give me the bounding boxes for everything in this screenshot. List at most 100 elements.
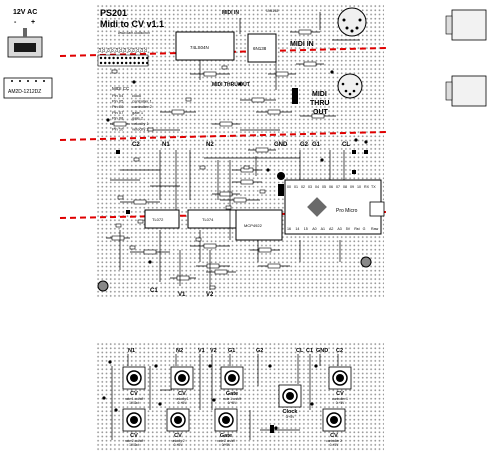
pro-micro-pin-label: 06 <box>329 185 333 189</box>
jack-subtitle: note 2 on/off <box>217 439 235 443</box>
jack-hole <box>130 416 138 424</box>
strip-cut <box>364 150 368 154</box>
main-board: PS201 Midi to CV v1.1 www.dam.ukdlschon … <box>59 4 388 298</box>
capacitor <box>129 245 136 250</box>
jack-title: CV <box>178 391 186 397</box>
pro-micro-pin-label: 02 <box>301 185 305 189</box>
midi-cc-title: MIDI CC <box>112 86 130 91</box>
output-label-c2: C2 <box>132 142 140 148</box>
chip-tl072: TL072 <box>144 209 180 229</box>
strip-cut <box>116 150 120 154</box>
midi-cc-function: clock <box>132 93 141 98</box>
resistor <box>219 191 233 197</box>
jack-subtitle: controller 1 <box>332 397 348 401</box>
converter-part: AM2D-1212DZ <box>8 89 41 95</box>
jack-subtitle-2: 1V/Oct <box>129 443 139 447</box>
midi-cc-function: gate 2 <box>132 115 144 120</box>
pro-micro-pin-label: A2 <box>329 227 333 231</box>
solder-point <box>114 408 118 412</box>
cc-header-col-label: CC <box>119 47 123 52</box>
solder-point <box>132 80 136 84</box>
cc-header-col-label: Ca <box>115 48 119 52</box>
header-pin <box>146 61 149 65</box>
jack-subtitle: note 2 oct/off <box>125 439 143 443</box>
capacitor <box>225 205 232 210</box>
chip-tl074: TL074 <box>187 209 237 229</box>
header-pin <box>104 61 107 65</box>
jack-title: Gate <box>226 391 238 397</box>
cc-header-col-label: Ca <box>132 48 136 52</box>
capacitor <box>199 165 206 170</box>
header-pin <box>137 61 140 65</box>
solder-point <box>266 168 270 172</box>
thru-out-jumper <box>292 88 298 104</box>
header-pin <box>146 56 149 60</box>
panel-capacitor <box>270 425 274 433</box>
output-label-gnd: GND <box>274 142 288 148</box>
pro-micro-pin-label: Rst <box>354 227 359 231</box>
header-pin <box>133 56 136 60</box>
resistor <box>251 97 265 103</box>
solder-point <box>106 118 110 122</box>
jack-subtitle: note 1 on/off <box>223 397 241 401</box>
resistor <box>240 179 254 185</box>
capacitor <box>137 219 144 224</box>
pro-micro-pin-label: Raw <box>371 227 379 231</box>
cc-header-col-label: Ca <box>106 48 110 52</box>
jack-subtitle-2: 0/+5V <box>222 443 231 447</box>
resistor <box>258 247 272 253</box>
panel-label-g2: G2 <box>256 348 263 354</box>
output-label-v2: V2 <box>206 292 214 298</box>
jack-hole <box>336 374 344 382</box>
output-label-g2: G2 <box>300 142 309 148</box>
resistor <box>303 61 317 67</box>
cc-header-col-label: Ca <box>123 48 127 52</box>
pro-micro-pin-label: A0 <box>312 227 316 231</box>
resistor <box>133 199 147 205</box>
header-pin <box>112 56 115 60</box>
resistor <box>267 109 281 115</box>
jack-subtitle-2: 0-+5V <box>336 401 345 405</box>
jack-hole <box>330 416 338 424</box>
power-title: 12V AC <box>13 9 37 16</box>
pro-micro-pin-label: 10 <box>357 185 361 189</box>
jack-hole <box>130 374 138 382</box>
dc-converter <box>3 77 53 99</box>
chip-tl072-label: TL072 <box>152 217 164 222</box>
power-module: 12V AC - + AM2D-1212DZ <box>3 9 53 99</box>
midi-thru-big-1: MIDI <box>312 91 327 98</box>
solder-point <box>274 426 278 430</box>
chip-6n138: 6N138 <box>247 33 277 63</box>
jack-title: CV <box>130 433 138 439</box>
pro-micro-pin-label: 03 <box>308 185 312 189</box>
header-pin <box>125 61 128 65</box>
resistor <box>214 269 228 275</box>
jack-title: Gate <box>220 433 232 439</box>
pro-micro-pin-label: 00 <box>287 185 291 189</box>
chip-6n138-label: 6N138 <box>253 46 267 51</box>
panel-label-n2: N2 <box>176 348 183 354</box>
capacitor <box>209 285 216 290</box>
pro-micro-pin-label: RX <box>364 185 370 189</box>
capacitor <box>115 223 122 228</box>
resistor <box>206 263 220 269</box>
midi-cc-function: controller 1 <box>132 99 153 104</box>
solder-point <box>212 398 216 402</box>
header-pin <box>129 56 132 60</box>
resistor <box>203 243 217 249</box>
chip-74ls04n: 74LS04N <box>175 31 235 61</box>
capacitor <box>185 97 192 102</box>
midi-thru-big-2: THRU <box>310 100 329 107</box>
output-label-n1: N1 <box>162 142 170 148</box>
panel-label-gnd: GND <box>316 348 328 354</box>
solder-point <box>314 364 318 368</box>
resistor <box>143 249 157 255</box>
